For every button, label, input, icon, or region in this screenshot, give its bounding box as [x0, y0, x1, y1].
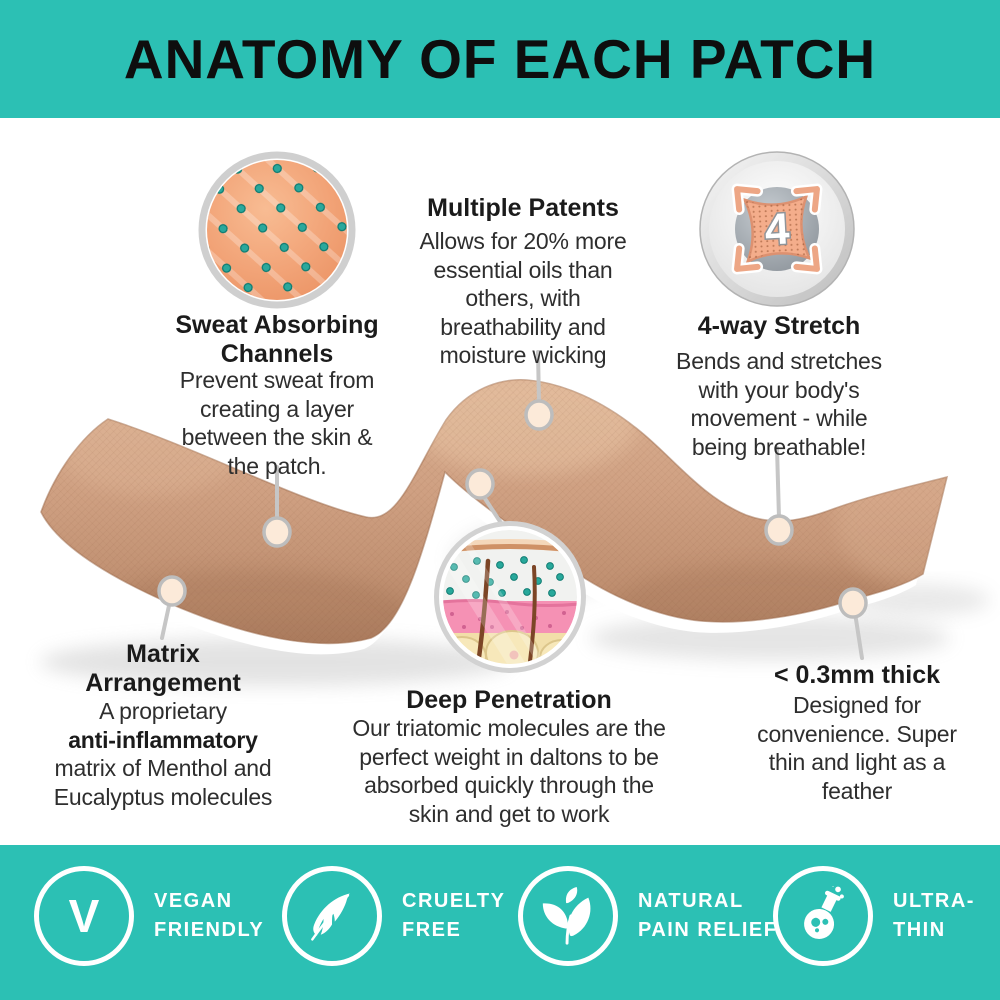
- feature-multiple-patents-body: Allows for 20% more essential oils than …: [373, 227, 673, 370]
- feature-body: Our triatomic molecules are the perfect …: [352, 715, 666, 827]
- four-way-stretch-badge: 4: [699, 151, 855, 307]
- badge-label: VEGAN FRIENDLY: [154, 890, 265, 941]
- feature-body: Allows for 20% more essential oils than …: [419, 228, 627, 369]
- connectors: [160, 350, 864, 660]
- badge-vegan-friendly: V VEGAN FRIENDLY: [34, 866, 264, 966]
- feature-body: A proprietary anti-inflammatory matrix o…: [53, 698, 273, 810]
- vegan-v-icon: V: [68, 890, 100, 942]
- skin-cross-section: [443, 530, 577, 664]
- feature-sweat-channels-body: Prevent sweat from creating a layer betw…: [127, 366, 427, 480]
- feature-multiple-patents: Multiple Patents: [323, 194, 723, 223]
- deep-penetration-magnifier: [434, 521, 586, 673]
- badge-label: ULTRA- THIN: [893, 890, 975, 941]
- feature-sweat-channels: Sweat Absorbing Channels: [77, 311, 477, 369]
- stretch-arrows: [731, 183, 823, 275]
- header-banner: ANATOMY OF EACH PATCH: [0, 0, 1000, 118]
- feature-thinness-body: Designed for convenience. Super thin and…: [732, 691, 982, 805]
- feature-4way-stretch: 4-way Stretch: [579, 312, 979, 341]
- feature-matrix-arrangement: Matrix Arrangement: [13, 640, 313, 698]
- flask-icon: [804, 886, 844, 939]
- feature-deep-penetration-body: Our triatomic molecules are the perfect …: [319, 714, 699, 828]
- footer-banner: V VEGAN FRIENDLY CRUELTY FREE: [0, 845, 1000, 1000]
- page-title: ANATOMY OF EACH PATCH: [123, 28, 877, 90]
- badge-natural-pain-relief: NATURAL PAIN RELIEF: [518, 866, 777, 966]
- feature-title: Sweat Absorbing Channels: [175, 311, 379, 368]
- feature-deep-penetration: Deep Penetration: [309, 686, 709, 715]
- feature-title: Matrix Arrangement: [85, 640, 241, 697]
- badge-cruelty-free: CRUELTY FREE: [282, 866, 505, 966]
- feature-body: Bends and stretches with your body's mov…: [676, 348, 882, 460]
- sweat-channels-magnifier: [198, 151, 356, 309]
- anchor-dots: [157, 399, 868, 619]
- feature-body: Designed for convenience. Super thin and…: [757, 692, 957, 804]
- feature-title: < 0.3mm thick: [773, 661, 941, 689]
- badge-label: NATURAL PAIN RELIEF: [638, 890, 778, 941]
- badge-label: CRUELTY FREE: [402, 890, 506, 941]
- leaves-icon: [542, 886, 591, 945]
- feature-thinness: < 0.3mm thick: [707, 661, 1000, 690]
- feature-matrix-arrangement-body: A proprietary anti-inflammatory matrix o…: [23, 697, 303, 811]
- feature-4way-stretch-body: Bends and stretches with your body's mov…: [619, 347, 939, 461]
- badge-ultra-thin: ULTRA- THIN: [773, 866, 975, 966]
- anti-inflammatory-bold: anti-inflammatory: [68, 726, 258, 753]
- stretch-number: 4: [764, 204, 792, 254]
- feature-body: Prevent sweat from creating a layer betw…: [179, 367, 375, 479]
- feature-title: Deep Penetration: [406, 686, 612, 714]
- feather-icon: [311, 893, 350, 941]
- feature-title: Multiple Patents: [427, 194, 619, 222]
- feature-title: 4-way Stretch: [697, 312, 861, 340]
- stretch-patch-square: 4: [741, 193, 813, 265]
